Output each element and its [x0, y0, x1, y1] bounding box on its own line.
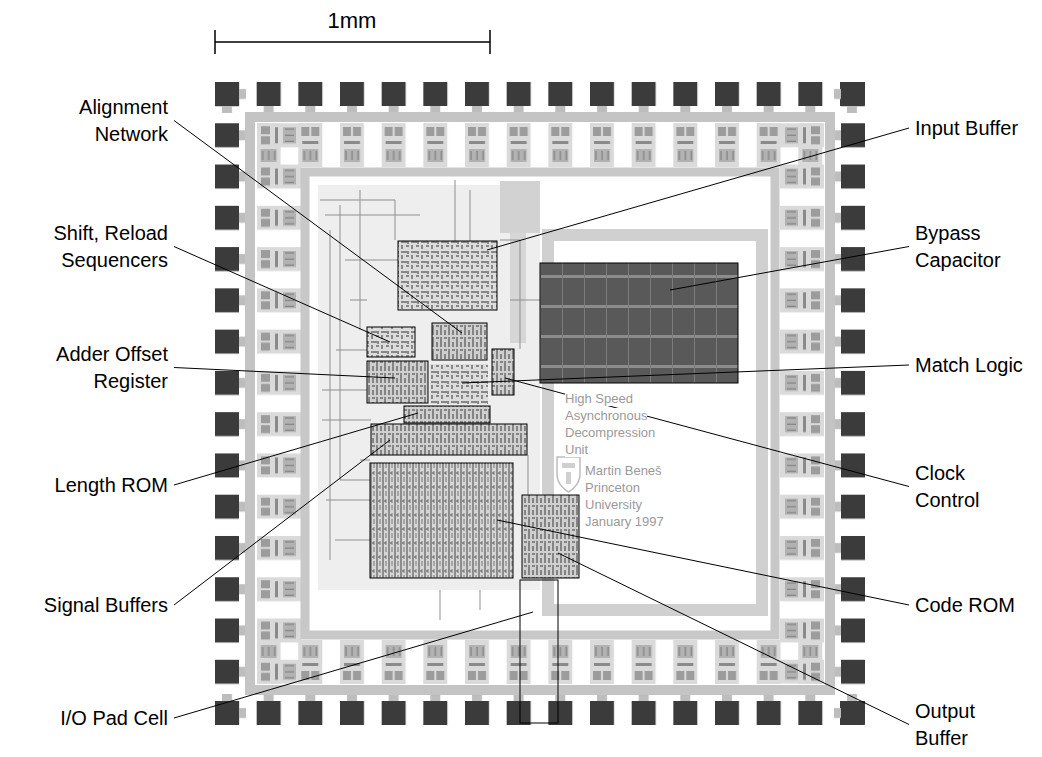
- leader-line: [174, 247, 390, 343]
- callout-label-box: Length ROM: [0, 472, 168, 499]
- clock-control-block: [492, 349, 514, 395]
- leader-line: [174, 612, 533, 718]
- callout-label-box: Signal Buffers: [0, 592, 168, 619]
- callout-label-box: Input Buffer: [915, 115, 1037, 142]
- length-rom-block: [404, 406, 490, 423]
- leader-line: [174, 440, 390, 605]
- power-strap: [500, 181, 540, 233]
- chip-inscription: Martin Beneš Princeton University Januar…: [585, 463, 664, 529]
- callout-label-box: I/O Pad Cell: [0, 705, 168, 732]
- leader-line: [174, 368, 395, 379]
- alignment-network-block: [432, 323, 487, 360]
- bond-pad-column: [215, 82, 239, 725]
- callout-label: Length ROM: [55, 474, 168, 496]
- bond-pad-row: [215, 701, 865, 725]
- sequencer-block: [367, 327, 415, 357]
- callout-label-box: Adder Offset Register: [28, 341, 168, 395]
- adder-block: [367, 361, 428, 403]
- pad-stub: [215, 694, 865, 701]
- code-rom-block: [370, 463, 513, 578]
- input-buffer-block: [398, 241, 497, 310]
- bond-pad-row: [215, 82, 865, 106]
- callout-label: Shift, Reload Sequencers: [53, 222, 168, 271]
- callout-label-box: Alignment Network: [68, 94, 168, 148]
- bypass-capacitor-block: [540, 263, 738, 383]
- io-cell-column: [780, 123, 824, 684]
- callout-label-box: Match Logic: [915, 352, 1037, 379]
- bond-pad-column: [841, 82, 865, 725]
- pad-stub: [834, 82, 841, 725]
- io-cell-row: [257, 640, 823, 684]
- io-cell-row: [257, 123, 823, 167]
- core-ring: [305, 172, 775, 635]
- callout-label: Code ROM: [915, 594, 1015, 616]
- leader-line: [505, 378, 909, 487]
- university-shield: [557, 457, 580, 492]
- io-cell-column: [257, 123, 301, 684]
- power-strap: [510, 233, 526, 343]
- callout-label: Adder Offset Register: [56, 343, 168, 392]
- chip-inscription-box: Martin Beneš Princeton University Januar…: [585, 462, 680, 530]
- callout-label: Clock Control: [915, 462, 979, 511]
- pad-stub: [239, 82, 246, 725]
- callout-label: Signal Buffers: [44, 594, 168, 616]
- output-buffer-block: [522, 495, 579, 578]
- leader-line: [174, 121, 462, 334]
- match-logic-block: [430, 364, 488, 404]
- scale-label: 1mm: [328, 8, 377, 33]
- chip-inscription-box: High Speed Asynchronous Decompression Un…: [565, 390, 660, 458]
- leader-line: [174, 413, 418, 485]
- callout-label-box: Bypass Capacitor: [915, 220, 1010, 274]
- leader-line: [670, 247, 909, 291]
- callout-label: Bypass Capacitor: [915, 222, 1001, 271]
- scale-label-box: 1mm: [302, 8, 402, 34]
- leader-line: [462, 365, 909, 383]
- callout-label: Alignment Network: [79, 96, 168, 145]
- io-pad-cell-outline: [520, 580, 558, 723]
- core-logic-area: [318, 185, 540, 590]
- scale-bar: [215, 30, 490, 54]
- leader-line: [558, 553, 909, 725]
- leader-line: [497, 520, 909, 605]
- pad-stub: [215, 106, 865, 113]
- callout-label-box: Code ROM: [915, 592, 1037, 619]
- callout-label-box: Clock Control: [915, 460, 987, 514]
- callout-label: Output Buffer: [915, 700, 975, 749]
- callout-label-box: Shift, Reload Sequencers: [43, 220, 168, 274]
- leader-line: [487, 128, 909, 250]
- callout-label: Input Buffer: [915, 117, 1018, 139]
- signal-buffers-block: [371, 424, 527, 455]
- power-ring: [250, 117, 830, 690]
- callout-label: Match Logic: [915, 354, 1023, 376]
- callout-label-box: Output Buffer: [915, 698, 981, 752]
- callout-label: I/O Pad Cell: [60, 707, 168, 729]
- wiring: [320, 180, 540, 620]
- chip-inscription: High Speed Asynchronous Decompression Un…: [565, 391, 655, 457]
- university-shield: [562, 463, 575, 484]
